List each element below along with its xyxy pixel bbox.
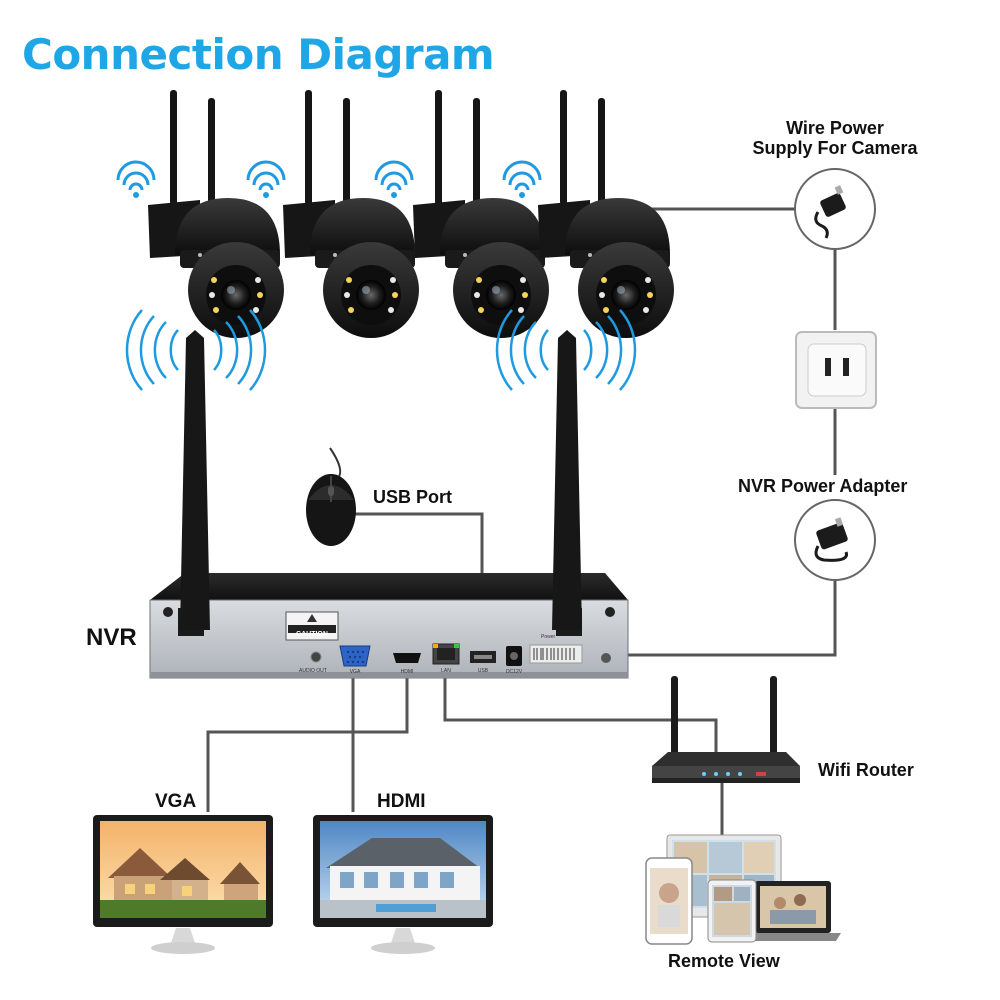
camera-2 bbox=[283, 90, 419, 338]
camera-3 bbox=[413, 90, 549, 338]
wire-power-supply-label: Wire Power Supply For Camera bbox=[738, 118, 932, 158]
nvr-antenna-right bbox=[552, 330, 582, 630]
wifi-router-label: Wifi Router bbox=[818, 760, 914, 780]
diagram-title: Connection Diagram bbox=[22, 30, 495, 79]
usb-port-text: USB bbox=[478, 668, 489, 674]
nvr-power-adapter-icon bbox=[794, 499, 876, 581]
caution-text: CAUTION bbox=[296, 631, 328, 638]
wifi-signal-icon bbox=[246, 160, 286, 200]
nvr-antenna-left bbox=[180, 330, 210, 630]
radio-wave-icon bbox=[125, 309, 267, 391]
camera-power-supply-icon bbox=[794, 168, 876, 250]
remote-view-label: Remote View bbox=[668, 951, 780, 971]
mouse-icon bbox=[306, 447, 356, 546]
nvr-device bbox=[149, 573, 629, 679]
audio-out-text: AUDIO OUT bbox=[299, 668, 327, 674]
cable-lines bbox=[206, 207, 837, 842]
wire-power-label-line1: Wire Power bbox=[786, 118, 884, 138]
hdmi-monitor bbox=[313, 815, 493, 954]
hdmi-label: HDMI bbox=[377, 791, 426, 812]
dc-port-text: DC12V bbox=[506, 669, 523, 675]
vga-monitor bbox=[93, 815, 273, 954]
wifi-router-icon bbox=[652, 676, 800, 783]
usb-port-label: USB Port bbox=[373, 487, 453, 507]
wifi-signal-icon bbox=[374, 160, 414, 200]
wire-power-label-line2: Supply For Camera bbox=[752, 138, 918, 158]
lan-port-text: LAN bbox=[441, 668, 451, 674]
wifi-signal-icon bbox=[116, 160, 156, 200]
nvr-label: NVR bbox=[86, 624, 137, 651]
vga-label: VGA bbox=[155, 791, 197, 812]
camera-4 bbox=[538, 90, 674, 338]
radio-wave-icon bbox=[495, 309, 637, 391]
remote-view-devices bbox=[645, 834, 841, 945]
hdmi-port-text: HDMI bbox=[401, 669, 414, 675]
wifi-signal-icon bbox=[502, 160, 542, 200]
wall-socket-icon bbox=[795, 331, 877, 409]
vga-port-text: VGA bbox=[350, 669, 361, 675]
nvr-power-adapter-label: NVR Power Adapter bbox=[738, 476, 908, 496]
power-text: Power bbox=[541, 634, 556, 640]
camera-1 bbox=[148, 90, 284, 338]
